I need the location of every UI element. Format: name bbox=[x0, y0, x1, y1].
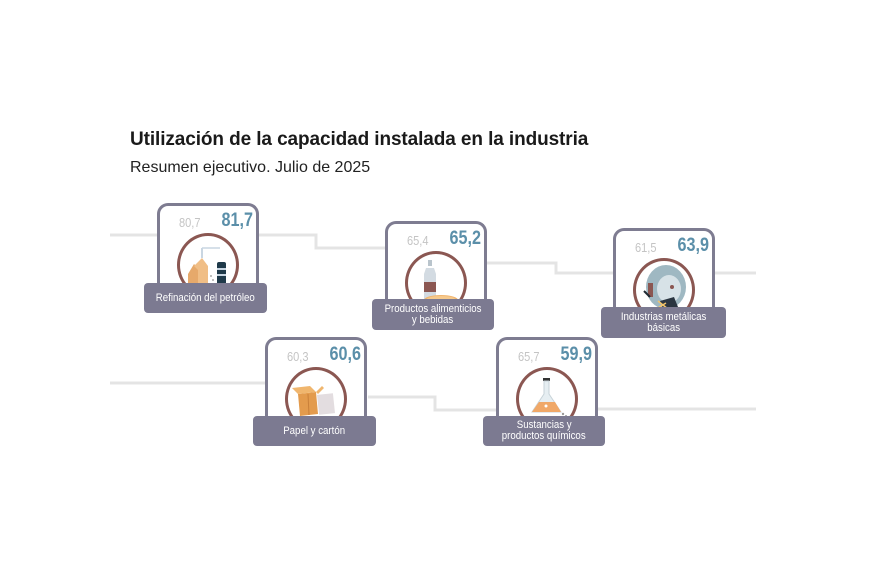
current-value: 59,9 bbox=[560, 344, 592, 365]
previous-value: 61,5 bbox=[635, 240, 657, 255]
sector-label-papel: Papel y cartón bbox=[253, 416, 376, 446]
previous-value: 65,7 bbox=[518, 349, 540, 364]
current-value: 60,6 bbox=[329, 344, 361, 365]
current-value: 81,7 bbox=[221, 210, 253, 231]
page-subtitle: Resumen ejecutivo. Julio de 2025 bbox=[130, 159, 371, 176]
current-value: 65,2 bbox=[449, 228, 481, 249]
sector-card-alimenticios: 65,4 65,2 bbox=[385, 221, 487, 315]
previous-value: 65,4 bbox=[407, 233, 429, 248]
current-value: 63,9 bbox=[677, 235, 709, 256]
previous-value: 60,3 bbox=[287, 349, 309, 364]
sector-card-papel: 60,3 60,6 bbox=[265, 337, 367, 431]
page-title: Utilización de la capacidad instalada en… bbox=[130, 129, 589, 150]
sector-card-quimicos: 65,7 59,9 bbox=[496, 337, 598, 431]
previous-value: 80,7 bbox=[179, 215, 201, 230]
sector-label-refinacion: Refinación del petróleo bbox=[144, 283, 267, 313]
sector-card-refinacion: 80,7 81,7 bbox=[157, 203, 259, 297]
sector-card-metalicas: 61,5 63,9 bbox=[613, 228, 715, 322]
